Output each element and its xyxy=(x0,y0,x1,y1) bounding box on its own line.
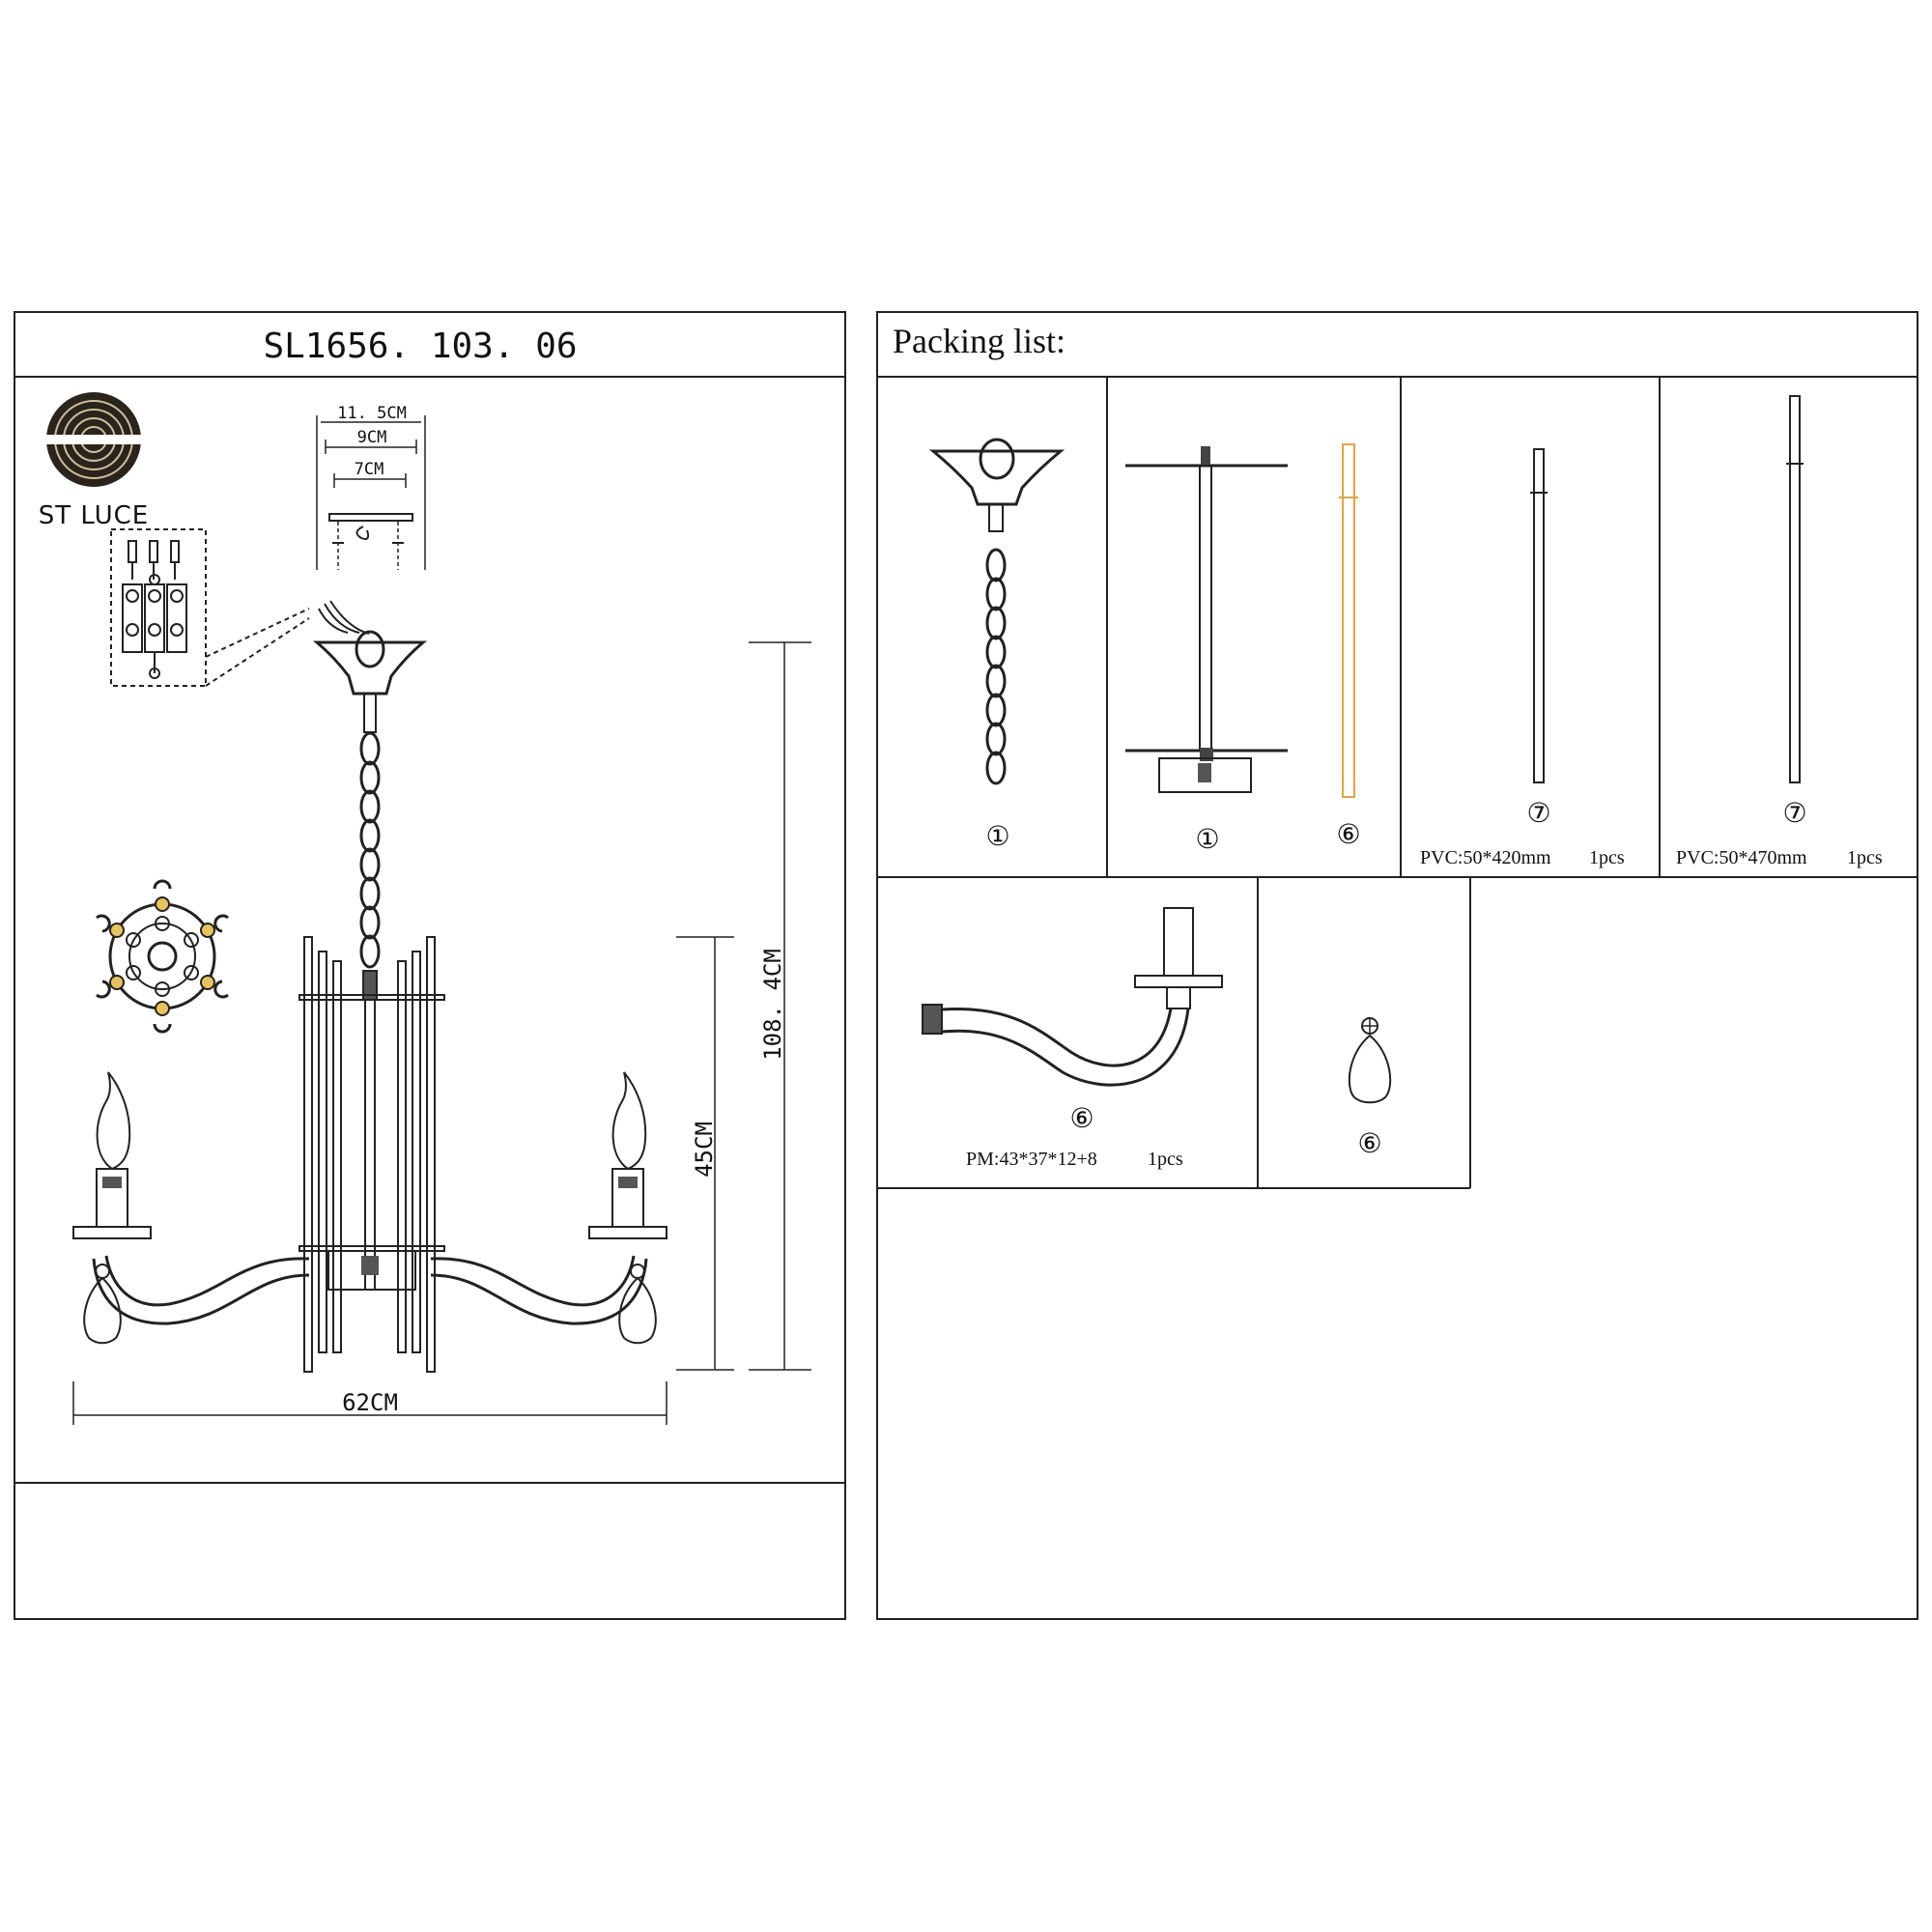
part-canopy-chain xyxy=(928,438,1065,785)
part-qty-7b: 1pcs xyxy=(1847,847,1883,868)
chain xyxy=(359,731,381,969)
model-title: SL1656. 103. 06 xyxy=(263,327,577,366)
dim-width: 62CM xyxy=(342,1389,398,1416)
part-frame xyxy=(1125,446,1288,793)
dim-overall-width: 11. 5CM xyxy=(337,404,407,423)
part-qty-6b: 1pcs xyxy=(1148,1149,1183,1170)
terminal-block xyxy=(110,528,207,687)
part-number-7a: ⑦ xyxy=(1526,799,1550,829)
right-panel: Packing list: ① xyxy=(876,311,1918,1620)
canopy-top-dimensions xyxy=(316,415,426,570)
part-arm xyxy=(922,907,1223,1087)
part-tube-highlight xyxy=(1339,443,1358,798)
part-number-6c: ⑥ xyxy=(1357,1129,1381,1159)
dimension-lines xyxy=(72,641,811,1425)
brand-name: ST LUCE xyxy=(39,501,149,530)
right-panel-frame xyxy=(876,311,1918,1620)
part-rod-420 xyxy=(1530,448,1548,783)
part-number-1b: ① xyxy=(1195,825,1219,855)
leader-line xyxy=(205,617,310,687)
part-spec-7b: PVC:50*470mm xyxy=(1676,847,1807,868)
part-number-6b: ⑥ xyxy=(1069,1104,1094,1134)
spiral-logo-icon xyxy=(39,392,149,487)
part-crystal xyxy=(1348,1017,1392,1104)
leader-line xyxy=(205,608,310,658)
left-panel: SL1656. 103. 06 ST LUCE xyxy=(14,311,846,1620)
chandelier-drawing xyxy=(72,600,668,1373)
part-qty-7a: 1pcs xyxy=(1589,847,1625,868)
ring-top-view xyxy=(96,879,229,1034)
part-spec-6b: PM:43*37*12+8 xyxy=(966,1149,1097,1170)
left-panel-frame xyxy=(14,311,846,1620)
part-number-6a: ⑥ xyxy=(1336,820,1360,850)
part-number-7b: ⑦ xyxy=(1782,799,1806,829)
dim-inner-width: 7CM xyxy=(355,460,384,479)
dim-middle-width: 9CM xyxy=(357,428,387,447)
part-rod-470 xyxy=(1786,395,1804,783)
packing-list-title: Packing list: xyxy=(893,322,1065,360)
dim-body-height: 45CM xyxy=(691,1122,718,1178)
dim-total-height: 108. 4CM xyxy=(759,949,786,1061)
part-spec-7a: PVC:50*420mm xyxy=(1420,847,1551,868)
part-number-1a: ① xyxy=(985,822,1009,852)
